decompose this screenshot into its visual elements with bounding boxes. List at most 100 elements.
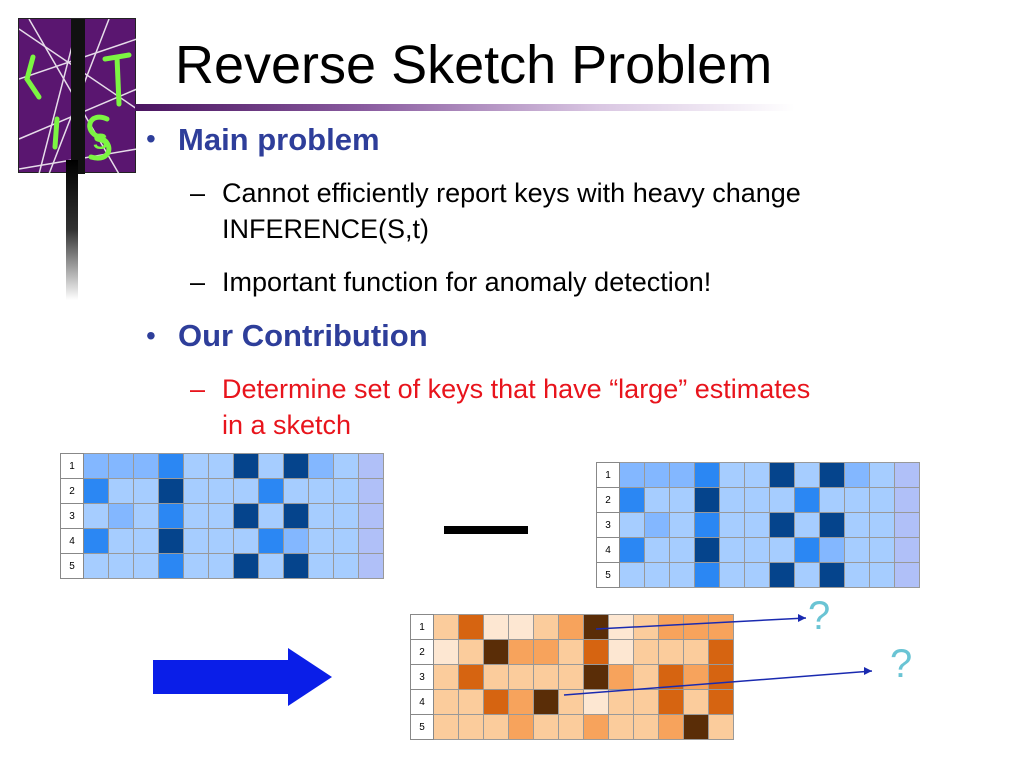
grid-row: 3 (60, 503, 384, 529)
grid-cell (208, 553, 234, 579)
grid-cell (583, 614, 609, 640)
grid-row: 4 (410, 689, 734, 715)
grid-row: 2 (596, 487, 920, 513)
grid-cell (433, 614, 459, 640)
grid-cell (183, 553, 209, 579)
grid-cell (708, 614, 734, 640)
grid-cell (683, 689, 709, 715)
grid-cell (708, 664, 734, 690)
minus-sign (444, 526, 528, 534)
grid-cell (433, 689, 459, 715)
grid-cell (894, 537, 920, 563)
grid-cell (358, 503, 384, 529)
grid-cell (644, 512, 670, 538)
grid-cell (608, 614, 634, 640)
grid-cell (108, 453, 134, 479)
grid-row-label: 4 (596, 537, 620, 563)
grid-cell (819, 487, 845, 513)
grid-cell (508, 714, 534, 740)
grid-cell (894, 487, 920, 513)
grid-cell (483, 714, 509, 740)
grid-cell (83, 528, 109, 554)
grid-cell (608, 639, 634, 665)
grid-row: 2 (60, 478, 384, 504)
grid-cell (533, 614, 559, 640)
grid-cell (708, 689, 734, 715)
grid-cell (644, 487, 670, 513)
grid-cell (158, 503, 184, 529)
grid-cell (133, 528, 159, 554)
grid-cell (694, 487, 720, 513)
grid-cell (283, 478, 309, 504)
grid-cell (844, 512, 870, 538)
grid-cell (283, 553, 309, 579)
grid-row-label: 2 (596, 487, 620, 513)
sub-dash-1: – (190, 178, 206, 208)
bullet-dot-2: • (146, 320, 156, 351)
grid-cell (508, 689, 534, 715)
grid-cell (208, 478, 234, 504)
grid-cell (308, 453, 334, 479)
pointer-head-1 (798, 614, 806, 622)
grid-cell (508, 664, 534, 690)
question-mark-1: ? (808, 594, 831, 638)
grid-row-label: 2 (60, 478, 84, 504)
grid-cell (483, 664, 509, 690)
grid-cell (869, 462, 895, 488)
grid-row-label: 1 (60, 453, 84, 479)
grid-cell (633, 714, 659, 740)
grid-cell (108, 478, 134, 504)
grid-cell (769, 537, 795, 563)
question-mark-2: ? (890, 642, 913, 686)
grid-cell (619, 487, 645, 513)
grid-cell (719, 562, 745, 588)
grid-cell (619, 512, 645, 538)
bullet-dot-1: • (146, 123, 156, 154)
grid-cell (794, 512, 820, 538)
grid-cell (669, 537, 695, 563)
grid-cell (83, 503, 109, 529)
grid-cell (233, 528, 259, 554)
sub-cannot-report-line2: INFERENCE(S,t) (222, 214, 430, 244)
grid-cell (433, 639, 459, 665)
grid-row-label: 5 (410, 714, 434, 740)
grid-cell (894, 562, 920, 588)
grid-cell (669, 562, 695, 588)
grid-cell (358, 453, 384, 479)
grid-cell (744, 537, 770, 563)
grid-cell (794, 462, 820, 488)
grid-cell (719, 462, 745, 488)
grid-cell (533, 689, 559, 715)
grid-cell (844, 562, 870, 588)
grid-cell (844, 537, 870, 563)
grid-cell (533, 639, 559, 665)
grid-cell (458, 639, 484, 665)
grid-cell (744, 487, 770, 513)
grid-cell (694, 512, 720, 538)
grid-cell (308, 528, 334, 554)
grid-cell (433, 664, 459, 690)
grid-cell (308, 553, 334, 579)
grid-cell (258, 478, 284, 504)
grid-cell (458, 664, 484, 690)
grid-cell (283, 503, 309, 529)
grid-row-label: 3 (410, 664, 434, 690)
grid-cell (619, 462, 645, 488)
grid-cell (483, 614, 509, 640)
grid-cell (358, 478, 384, 504)
slide-title: Reverse Sketch Problem (175, 35, 773, 95)
grid-cell (233, 553, 259, 579)
grid-cell (233, 503, 259, 529)
grid-cell (458, 614, 484, 640)
grid-row: 5 (60, 553, 384, 579)
grid-cell (308, 478, 334, 504)
grid-cell (558, 689, 584, 715)
grid-cell (769, 512, 795, 538)
grid-row: 2 (410, 639, 734, 665)
grid-row-label: 3 (596, 512, 620, 538)
lst-logo: S (18, 18, 137, 174)
grid-cell (533, 664, 559, 690)
grid-cell (869, 562, 895, 588)
grid-cell (158, 528, 184, 554)
grid-row-label: 5 (60, 553, 84, 579)
